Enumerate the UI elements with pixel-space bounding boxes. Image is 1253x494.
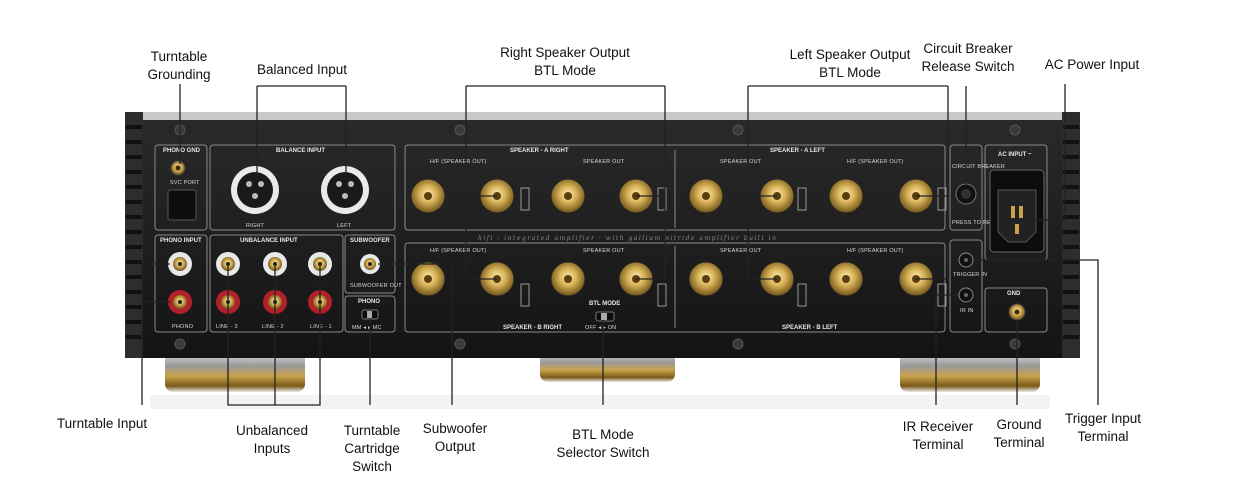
label-gnd: GND [1007, 291, 1021, 297]
label-phono-input: PHONO INPUT [160, 238, 202, 244]
label-hf-out-a-left: H/F (SPEAKER OUT) [847, 159, 904, 165]
script-text: hifi - integrated amplifier · with galli… [478, 235, 777, 242]
callout-balanced-input: Balanced Input [256, 62, 348, 77]
label-speaker-b-right: SPEAKER - B RIGHT [503, 325, 562, 331]
label-speaker-out-a-right: SPEAKER OUT [583, 159, 625, 165]
ground-terminal[interactable] [1008, 303, 1026, 321]
label-unbalance-input: UNBALANCE INPUT [240, 238, 298, 244]
label-speaker-a-left: SPEAKER - A LEFT [770, 148, 825, 154]
label-ac-input: AC INPUT ~ [998, 152, 1032, 158]
svc-port[interactable] [167, 189, 197, 221]
label-right: RIGHT [246, 223, 265, 229]
label-ir-in: IR IN [960, 308, 974, 314]
label-speaker-out-b-left: SPEAKER OUT [720, 248, 762, 254]
label-subwoofer: SUBWOOFER [350, 238, 390, 244]
callout-turntable-grounding: Turntable Grounding [147, 49, 211, 82]
callout-unbalanced-inputs: Unbalanced Inputs [235, 423, 309, 456]
label-left: LEFT [337, 223, 352, 229]
leader-lines [141, 84, 1099, 406]
callout-left-speaker-output: Left Speaker Output BTL Mode [789, 47, 911, 80]
circuit-breaker-button[interactable] [955, 183, 977, 205]
rca-phono-red[interactable] [168, 290, 192, 314]
label-speaker-b-left: SPEAKER - B LEFT [782, 325, 838, 331]
label-off-on: OFF ◂ ▸ ON [585, 325, 616, 331]
phono-ground-terminal[interactable] [170, 160, 186, 176]
callout-trigger-input: Trigger Input Terminal [1064, 411, 1142, 444]
label-svc-port: SVC PORT [170, 180, 200, 186]
label-line1: LINE - 1 [310, 324, 332, 330]
label-speaker-out-a-left: SPEAKER OUT [720, 159, 762, 165]
label-line2: LINE - 2 [262, 324, 284, 330]
label-speaker-out-b-right: SPEAKER OUT [583, 248, 625, 254]
label-phono-switch: PHONO [358, 299, 380, 305]
label-hf-out-b-right: H/F (SPEAKER OUT) [430, 248, 487, 254]
callout-ground-terminal: Ground Terminal [993, 417, 1045, 450]
ir-jack[interactable] [958, 287, 974, 303]
callout-btl-selector: BTL Mode Selector Switch [556, 427, 650, 460]
callout-right-speaker-output: Right Speaker Output BTL Mode [500, 45, 630, 78]
callout-ir-receiver: IR Receiver Terminal [902, 419, 974, 452]
label-speaker-a-right: SPEAKER - A RIGHT [510, 148, 569, 154]
label-mm-mc: MM ◂ ▸ MC [352, 325, 382, 331]
label-circuit-breaker: CIRCUIT BREAKER [952, 164, 1005, 170]
rca-phono-white[interactable] [168, 252, 192, 276]
label-subwoofer-out: SUBWOOFER OUT [350, 283, 402, 289]
label-line3: LINE - 3 [216, 324, 238, 330]
callout-turntable-input: Turntable Input [56, 416, 148, 431]
label-phono-gnd: PHONO GND [163, 148, 201, 154]
label-hf-out-b-left: H/F (SPEAKER OUT) [847, 248, 904, 254]
label-btl-mode: BTL MODE [589, 301, 620, 307]
trigger-jack[interactable] [958, 252, 974, 268]
label-trigger-in: TRIGGER IN [953, 272, 987, 278]
callout-ac-power-input: AC Power Input [1044, 57, 1140, 72]
label-hf-out-a-right: H/F (SPEAKER OUT) [430, 159, 487, 165]
xlr-left[interactable] [321, 166, 369, 214]
callout-circuit-breaker: Circuit Breaker Release Switch [921, 41, 1015, 74]
feet [150, 352, 1050, 409]
ac-inlet[interactable] [989, 169, 1045, 253]
label-phono: PHONO [172, 324, 194, 330]
xlr-right[interactable] [231, 166, 279, 214]
callout-cartridge-switch: Turntable Cartridge Switch [343, 423, 401, 474]
callout-subwoofer-output: Subwoofer Output [422, 421, 488, 454]
label-balance-input: BALANCE INPUT [276, 148, 325, 154]
label-press-to-reset: PRESS TO RESET [952, 220, 1003, 226]
rca-subwoofer-out[interactable] [360, 254, 380, 274]
